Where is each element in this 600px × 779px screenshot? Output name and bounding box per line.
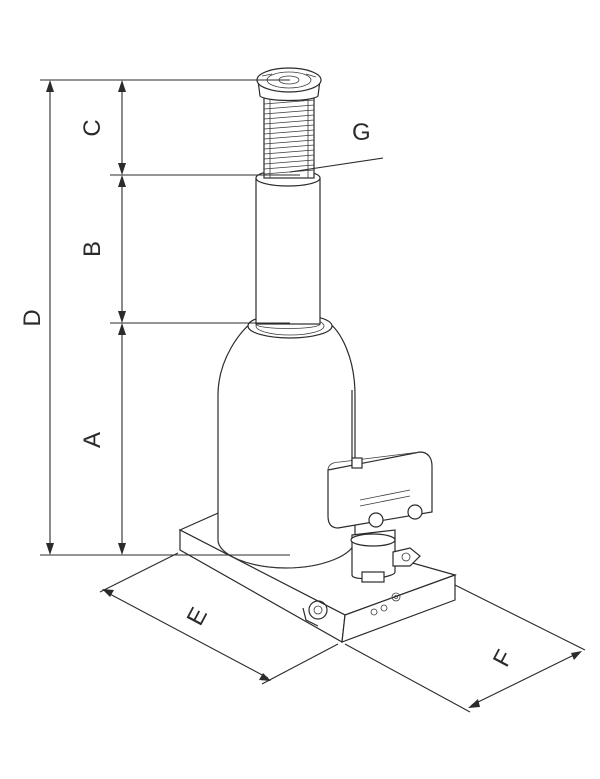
extension-screw <box>263 95 315 179</box>
label-b: B <box>79 241 106 257</box>
leader-g <box>289 157 384 173</box>
dimension-f <box>344 584 586 713</box>
pump-assembly <box>327 390 433 583</box>
label-g: G <box>352 119 371 146</box>
label-d: D <box>19 309 46 326</box>
dimension-b <box>110 175 290 324</box>
label-f: F <box>488 646 519 672</box>
dimension-c <box>110 80 300 176</box>
label-c: C <box>79 119 106 136</box>
dimension-d <box>40 79 290 556</box>
label-e: E <box>182 603 213 630</box>
saddle <box>256 67 322 102</box>
dimension-a <box>118 323 126 555</box>
dimension-e <box>99 552 339 685</box>
main-cylinder <box>217 313 356 569</box>
label-a: A <box>79 432 106 448</box>
ram <box>255 169 321 329</box>
